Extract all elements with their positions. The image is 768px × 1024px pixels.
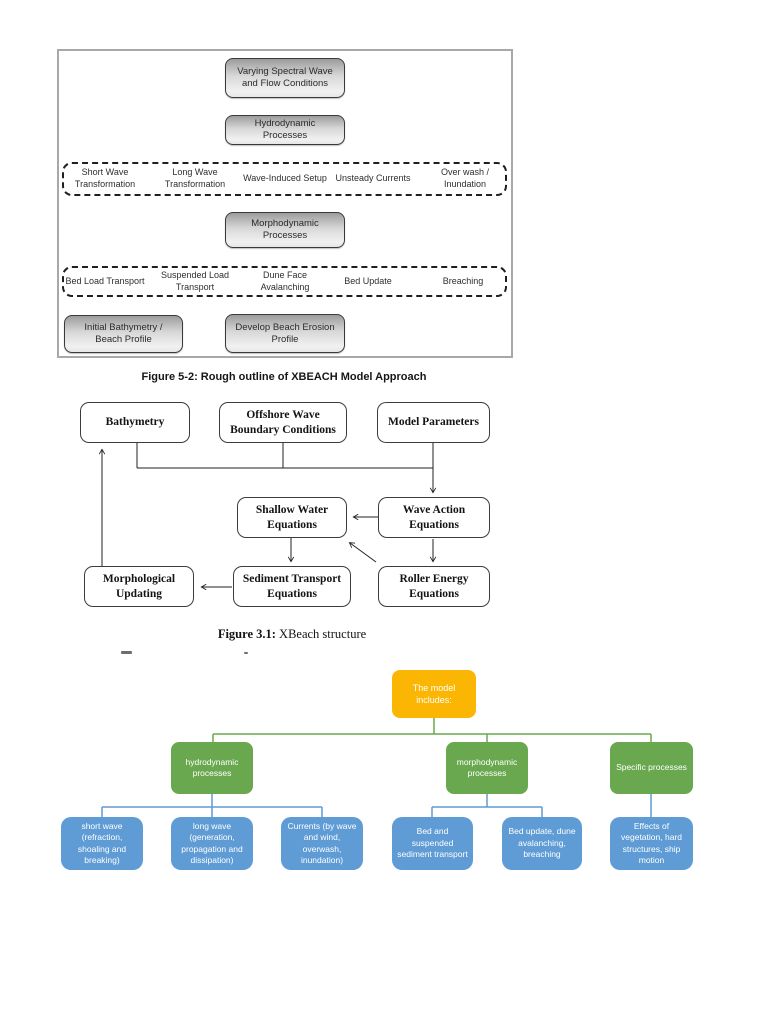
fig1-label-wave-induced-setup: Wave-Induced Setup xyxy=(243,173,327,184)
fig2-caption: Figure 3.1: XBeach structure xyxy=(57,627,527,642)
fig3-green-lines xyxy=(212,717,652,742)
fig1-node-morphodynamic-processes: Morphodynamic Processes xyxy=(225,212,345,248)
fig2-node-bathymetry: Bathymetry xyxy=(80,402,190,443)
cropped-text-artifact xyxy=(244,652,248,654)
fig3-branch-specific-processes: Specific processes xyxy=(610,742,693,794)
fig2-caption-label: Figure 3.1: xyxy=(217,627,276,641)
fig1-label-dune-face-avalanching: Dune Face Avalanching xyxy=(260,269,310,292)
fig1-dashed-group-hydrodynamic xyxy=(62,162,507,196)
fig1-label-breaching: Breaching xyxy=(442,275,484,286)
fig2-node-model-parameters: Model Parameters xyxy=(377,402,490,443)
fig3-blue-lines xyxy=(101,794,652,817)
fig3-leaf-long-wave: long wave (generation, propagation and d… xyxy=(171,817,253,870)
fig2-node-roller-energy-equations: Roller Energy Equations xyxy=(378,566,490,607)
fig1-caption: Figure 5-2: Rough outline of XBEACH Mode… xyxy=(141,371,427,383)
fig1-label-short-wave-transformation: Short Wave Transformation xyxy=(74,167,136,189)
fig1-border-frame xyxy=(57,49,513,358)
fig3-branch-hydrodynamic-processes: hydrodynamic processes xyxy=(171,742,253,794)
fig2-node-sediment-transport-equations: Sediment Transport Equations xyxy=(233,566,351,607)
fig3-leaf-short-wave: short wave (refraction, shoaling and bre… xyxy=(61,817,143,870)
fig1-label-unsteady-currents: Unsteady Currents xyxy=(335,173,411,184)
fig1-node-varying-spectral-wave: Varying Spectral Wave and Flow Condition… xyxy=(225,58,345,98)
fig1-label-overwash-inundation: Over wash / Inundation xyxy=(440,167,489,189)
fig1-label-suspended-load-transport: Suspended Load Transport xyxy=(160,269,230,292)
fig2-node-shallow-water-equations: Shallow Water Equations xyxy=(237,497,347,538)
fig2-node-offshore-wave-boundary: Offshore Wave Boundary Conditions xyxy=(219,402,347,443)
fig3-leaf-bed-suspended-sediment: Bed and suspended sediment transport xyxy=(392,817,473,870)
cropped-text-artifact xyxy=(121,651,132,654)
fig1-node-hydrodynamic-processes: Hydrodynamic Processes xyxy=(225,115,345,145)
fig1-node-initial-bathymetry: Initial Bathymetry / Beach Profile xyxy=(64,315,183,353)
fig1-label-bed-load-transport: Bed Load Transport xyxy=(65,275,145,286)
fig1-node-develop-beach-erosion: Develop Beach Erosion Profile xyxy=(225,314,345,353)
fig3-leaf-currents: Currents (by wave and wind, overwash, in… xyxy=(281,817,363,870)
fig1-label-long-wave-transformation: Long Wave Transformation xyxy=(164,167,226,189)
fig3-leaf-bed-update: Bed update, dune avalanching, breaching xyxy=(502,817,582,870)
fig3-leaf-effects-vegetation: Effects of vegetation, hard structures, … xyxy=(610,817,693,870)
fig2-node-wave-action-equations: Wave Action Equations xyxy=(378,497,490,538)
fig1-label-bed-update: Bed Update xyxy=(344,275,392,286)
fig3-root-the-model-includes: The model includes: xyxy=(392,670,476,718)
fig1-dashed-group-morphodynamic xyxy=(62,266,507,297)
fig3-branch-morphodynamic-processes: morphodynamic processes xyxy=(446,742,528,794)
fig2-caption-text: XBeach structure xyxy=(279,627,367,641)
fig2-node-morphological-updating: Morphological Updating xyxy=(84,566,194,607)
